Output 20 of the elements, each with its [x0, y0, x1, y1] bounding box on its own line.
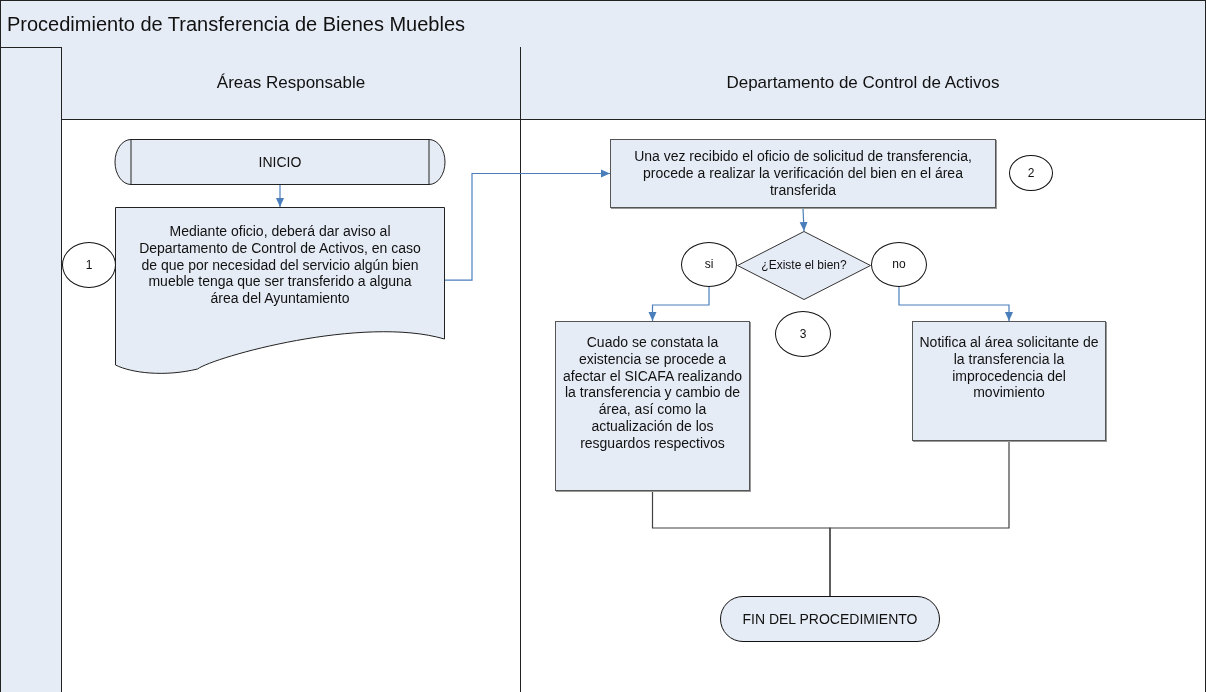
start-terminator: [115, 139, 445, 185]
node-text: ¿Existe el bien?: [760, 258, 848, 273]
end-terminator: FIN DEL PROCEDIMIENTO: [720, 596, 940, 642]
process-box: Cuado se constata la existencia se procede a afectar el SICAFA realizando la transferencia y cambio de área, así como la actualización de los resguardos respectivos: [555, 321, 750, 491]
process-box: Una vez recibido el oficio de solicitud de transferencia, procede a realizar la verificación del bien en el área transferida: [610, 139, 996, 208]
node-text: Mediante oficio, deberá dar aviso al Departamento de Control de Activos, en caso de que por necesidad del servicio algún bien mueble tenga que ser transferido a alguna área del Ayuntamiento: [138, 222, 422, 307]
connector-arrow: [799, 207, 808, 232]
connector-arrow: [898, 286, 1013, 322]
connector-arrow: [444, 169, 611, 281]
swimlane: [62, 47, 521, 692]
connector-arrow: [276, 184, 284, 208]
title: Procedimiento de Transferencia de Bienes Muebles: [6, 12, 466, 36]
process-box: Notifica al área solicitante de la transferencia la improcedencia del movimiento: [912, 321, 1106, 441]
node-text: INICIO: [257, 153, 303, 171]
lane-title: Áreas Responsable: [216, 73, 366, 93]
document-shape: [115, 207, 445, 377]
connector-arrow: [648, 286, 710, 322]
decision-diamond: [737, 231, 871, 300]
swimlane: [521, 47, 1206, 692]
lane-title: Departamento de Control de Activos: [726, 73, 1000, 93]
